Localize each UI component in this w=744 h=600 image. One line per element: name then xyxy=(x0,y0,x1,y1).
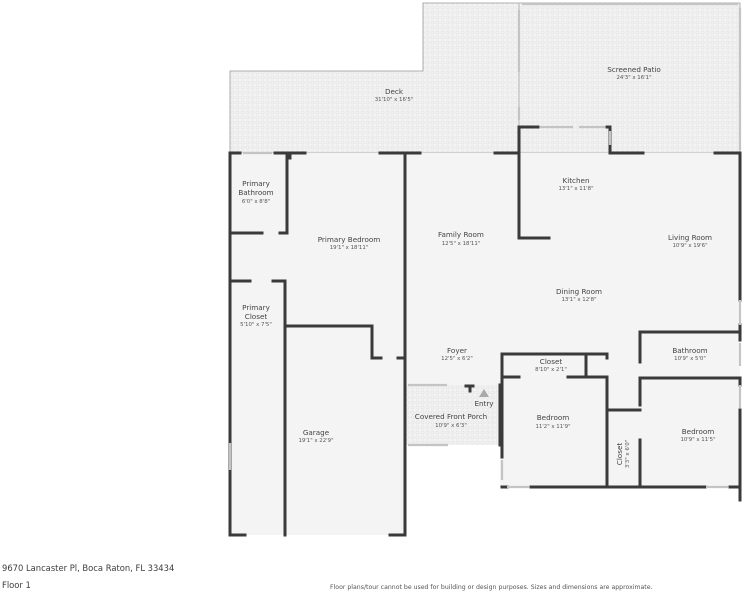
room-dims: 10'9" x 6'3" xyxy=(435,423,467,429)
room-screened-patio: Screened Patio 24'3" x 16'1" xyxy=(607,65,661,81)
room-dims: 13'1" x 11'8" xyxy=(558,186,593,192)
deck-area xyxy=(229,2,520,154)
room-dims: 8'10" x 2'1" xyxy=(535,367,567,373)
room-family-room: Family Room 12'5" x 18'11" xyxy=(438,230,484,247)
room-hall-closet: Closet 8'10" x 2'1" xyxy=(535,357,567,373)
room-name: Garage xyxy=(303,428,330,437)
room-name: Kitchen xyxy=(562,176,589,185)
walls xyxy=(228,125,742,537)
room-name: Living Room xyxy=(668,233,712,242)
room-name: Dining Room xyxy=(556,287,602,296)
room-name: Primary xyxy=(242,303,271,312)
room-deck: Deck 31'10" x 16'5" xyxy=(375,87,414,103)
room-name: Screened Patio xyxy=(607,65,661,74)
room-name: Closet xyxy=(540,357,563,366)
room-dims: 12'5" x 18'11" xyxy=(442,241,481,247)
floor-label: Floor 1 xyxy=(2,580,31,590)
room-name: Bedroom xyxy=(537,413,570,422)
windows xyxy=(228,2,742,489)
room-dining-room: Dining Room 13'1" x 12'8" xyxy=(556,287,602,303)
room-name: Deck xyxy=(385,87,404,96)
room-dims: 10'9" x 5'0" xyxy=(674,356,706,362)
room-name: Entry xyxy=(474,399,494,408)
interior-floor xyxy=(230,153,740,535)
room-bathroom: Bathroom 10'9" x 5'0" xyxy=(672,346,707,362)
room-vertical-closet: Closet 3'3" x 6'0" xyxy=(615,440,631,468)
room-name: Covered Front Porch xyxy=(415,412,487,421)
entry-marker-icon xyxy=(479,389,489,397)
room-covered-front-porch: Covered Front Porch 10'9" x 6'3" xyxy=(415,412,487,429)
room-name: Bathroom xyxy=(672,346,707,355)
room-dims: 5'10" x 7'5" xyxy=(240,322,272,328)
room-garage: Garage 19'1" x 22'9" xyxy=(298,428,333,444)
room-dims: 11'2" x 11'9" xyxy=(535,424,570,430)
disclaimer-text: Floor plans/tour cannot be used for buil… xyxy=(330,584,653,591)
room-dims: 10'9" x 11'5" xyxy=(680,437,715,443)
room-living-room: Living Room 10'9" x 19'6" xyxy=(668,233,712,249)
room-name: Family Room xyxy=(438,230,484,239)
room-name: Foyer xyxy=(447,346,467,355)
room-dims: 19'1" x 22'9" xyxy=(298,438,333,444)
room-name: Bathroom xyxy=(238,188,273,197)
room-name: Closet xyxy=(615,443,624,466)
room-dims: 19'1" x 18'11" xyxy=(330,245,369,251)
room-dims: 24'3" x 16'1" xyxy=(616,75,651,81)
room-kitchen: Kitchen 13'1" x 11'8" xyxy=(558,176,593,192)
room-bedroom-1: Bedroom 11'2" x 11'9" xyxy=(535,413,570,430)
room-labels: Deck 31'10" x 16'5" Screened Patio 24'3"… xyxy=(238,65,715,468)
room-name: Bedroom xyxy=(682,427,715,436)
room-primary-bathroom: Primary Bathroom 6'0" x 8'8" xyxy=(238,179,273,205)
room-dims: 10'9" x 19'6" xyxy=(672,243,707,249)
room-entry: Entry xyxy=(474,399,494,408)
room-name: Primary xyxy=(242,179,271,188)
room-dims: 12'5" x 6'2" xyxy=(441,356,473,362)
room-primary-closet: Primary Closet 5'10" x 7'5" xyxy=(240,303,272,328)
room-primary-bedroom: Primary Bedroom 19'1" x 18'11" xyxy=(318,235,381,251)
room-dims: 6'0" x 8'8" xyxy=(242,199,270,205)
room-foyer: Foyer 12'5" x 6'2" xyxy=(441,346,473,362)
room-dims: 13'1" x 12'8" xyxy=(561,297,596,303)
room-dims: 31'10" x 16'5" xyxy=(375,97,414,103)
room-name: Closet xyxy=(245,312,268,321)
room-dims: 3'3" x 6'0" xyxy=(625,440,631,468)
room-bedroom-2: Bedroom 10'9" x 11'5" xyxy=(680,427,715,443)
property-address: 9670 Lancaster Pl, Boca Raton, FL 33434 xyxy=(2,563,175,573)
room-name: Primary Bedroom xyxy=(318,235,381,244)
